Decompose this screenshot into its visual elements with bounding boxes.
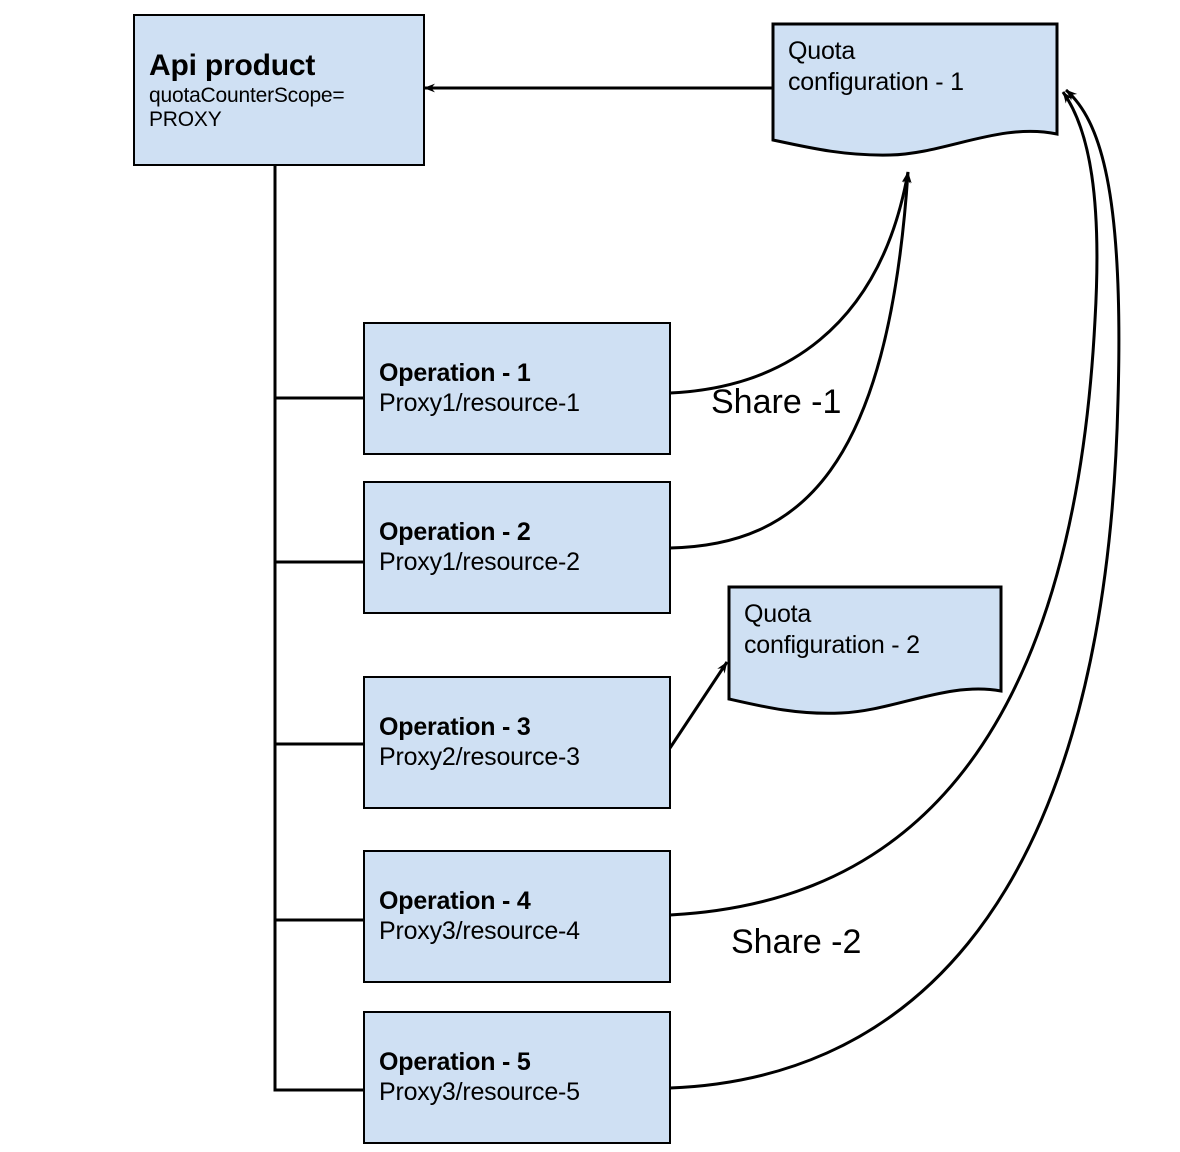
node-operation-4[interactable]: Operation - 4 Proxy3/resource-4: [363, 850, 671, 983]
edge-operation2-to-quotaconfig1: [669, 171, 912, 550]
operation-5-resource: Proxy3/resource-5: [379, 1077, 580, 1106]
quota-configuration-1-line1: Quota: [788, 37, 856, 65]
edge-operation3-to-quotaconfig2: [668, 661, 729, 749]
document-shape-icon: [770, 22, 1060, 157]
edge-apiproduct-to-operations: [273, 164, 366, 1092]
document-shape-icon: [726, 585, 1004, 715]
node-operation-2[interactable]: Operation - 2 Proxy1/resource-2: [363, 481, 671, 614]
edge-operation4-to-quotaconfig1: [669, 91, 1099, 917]
operation-2-title: Operation - 2: [379, 518, 531, 546]
api-product-scope-line1: quotaCounterScope=: [149, 84, 345, 108]
node-operation-1[interactable]: Operation - 1 Proxy1/resource-1: [363, 322, 671, 455]
operation-3-resource: Proxy2/resource-3: [379, 742, 580, 771]
quota-configuration-2-line1: Quota: [744, 600, 812, 628]
operation-1-title: Operation - 1: [379, 359, 531, 387]
node-quota-configuration-1[interactable]: Quota configuration - 1: [770, 22, 1060, 157]
node-operation-3[interactable]: Operation - 3 Proxy2/resource-3: [363, 676, 671, 809]
node-api-product[interactable]: Api product quotaCounterScope= PROXY: [133, 14, 425, 166]
quota-configuration-2-line2: configuration - 2: [744, 631, 920, 660]
edge-label-share-1: Share -1: [711, 383, 842, 421]
api-product-scope-line2: PROXY: [149, 108, 222, 132]
operation-4-resource: Proxy3/resource-4: [379, 916, 580, 945]
operation-4-title: Operation - 4: [379, 887, 531, 915]
node-operation-5[interactable]: Operation - 5 Proxy3/resource-5: [363, 1011, 671, 1144]
operation-5-title: Operation - 5: [379, 1048, 531, 1076]
api-product-title: Api product: [149, 48, 316, 82]
quota-configuration-2-text: Quota configuration - 2: [726, 585, 1004, 662]
quota-configuration-1-text: Quota configuration - 1: [770, 22, 1060, 99]
operation-1-resource: Proxy1/resource-1: [379, 388, 580, 417]
operation-2-resource: Proxy1/resource-2: [379, 547, 580, 576]
operation-3-title: Operation - 3: [379, 713, 531, 741]
edge-label-share-2: Share -2: [731, 923, 862, 961]
edge-operation1-to-quotaconfig1: [669, 171, 911, 395]
quota-configuration-1-line2: configuration - 1: [788, 68, 964, 97]
node-quota-configuration-2[interactable]: Quota configuration - 2: [726, 585, 1004, 715]
